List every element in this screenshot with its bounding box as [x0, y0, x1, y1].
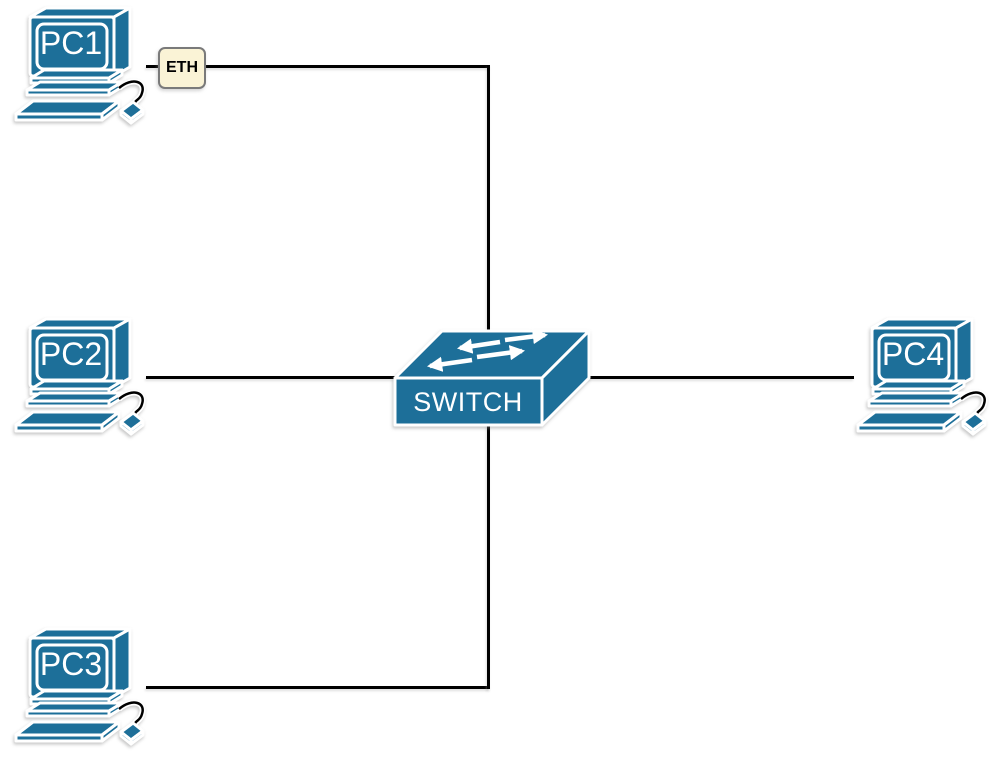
link-pc1-switch-horizontal [146, 65, 490, 68]
link-pc4-switch [584, 376, 854, 379]
node-pc3[interactable]: PC3 [13, 628, 153, 748]
link-pc3-switch-vertical [487, 420, 490, 689]
pc3-label: PC3 [40, 646, 102, 682]
pc1-label: PC1 [40, 25, 102, 61]
switch-front-face [393, 376, 544, 427]
link-pc3-switch-horizontal [146, 686, 490, 689]
link-pc2-switch [146, 376, 396, 379]
node-pc4[interactable]: PC4 [855, 318, 995, 438]
eth-link-badge[interactable]: ETH [158, 47, 206, 89]
switch-label: SWITCH [413, 387, 522, 417]
node-pc2[interactable]: PC2 [13, 318, 153, 438]
pc2-label: PC2 [40, 336, 102, 372]
node-pc1[interactable]: PC1 [13, 7, 153, 127]
switch-arrows-icon [426, 328, 549, 372]
link-pc1-switch-vertical [487, 65, 490, 345]
pc4-label: PC4 [882, 336, 944, 372]
eth-badge-label: ETH [166, 59, 198, 76]
node-switch[interactable]: SWITCH [393, 328, 593, 428]
